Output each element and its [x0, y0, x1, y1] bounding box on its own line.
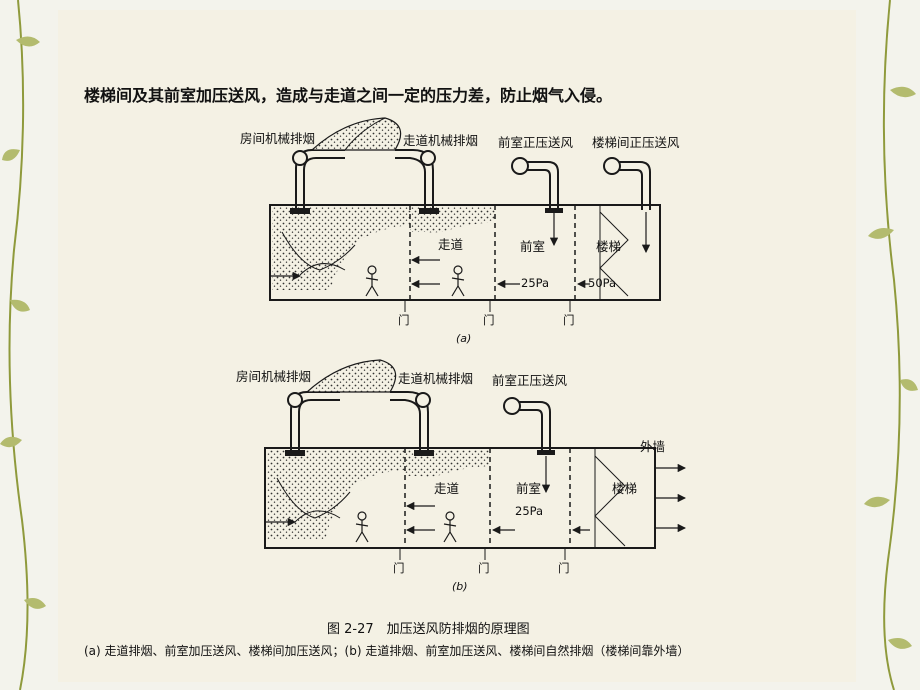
smoke-corridor-b — [405, 450, 490, 477]
label-room-exhaust-a: 房间机械排烟 — [240, 131, 316, 146]
fan-icon — [503, 397, 521, 415]
label-corridor-exhaust-a: 走道机械排烟 — [403, 133, 479, 148]
label-corridor-a: 走道 — [438, 237, 464, 252]
vine-decoration-left — [0, 0, 46, 690]
label-pressure-25pa-a: 25Pa — [521, 276, 550, 290]
label-anteroom-supply-a: 前室正压送风 — [498, 135, 574, 150]
building-outline-a — [269, 204, 661, 301]
smoke-room-b — [267, 450, 405, 540]
label-pressure-50pa-a: 50Pa — [588, 276, 617, 290]
fan-icon — [415, 392, 431, 408]
sublabel-a: (a) — [456, 332, 472, 345]
label-door-2-a: 门 — [483, 313, 495, 327]
person-figure — [451, 265, 465, 297]
stair-symbol-b — [594, 455, 626, 547]
label-door-3-a: 门 — [563, 313, 575, 327]
label-door-2-b: 门 — [478, 561, 490, 575]
fan-icon — [420, 150, 436, 166]
stair-symbol-a — [599, 211, 629, 297]
figure-caption: (a) 走道排烟、前室加压送风、楼梯间加压送风；(b) 走道排烟、前室加压送风、… — [84, 644, 690, 658]
label-anteroom-b: 前室 — [516, 481, 542, 496]
label-room-exhaust-b: 房间机械排烟 — [236, 369, 312, 384]
page-heading: 楼梯间及其前室加压送风，造成与走道之间一定的压力差，防止烟气入侵。 — [84, 86, 613, 105]
label-stair-supply-a: 楼梯间正压送风 — [592, 135, 680, 150]
label-corridor-exhaust-b: 走道机械排烟 — [398, 371, 474, 386]
label-door-3-b: 门 — [558, 561, 570, 575]
label-pressure-25pa-b: 25Pa — [515, 504, 544, 518]
sublabel-b: (b) — [452, 580, 468, 593]
person-figure — [365, 265, 379, 297]
label-stair-b: 楼梯 — [612, 481, 638, 496]
person-figure — [443, 511, 457, 543]
exhaust-plume-b — [305, 359, 397, 393]
book-page — [58, 10, 856, 682]
fan-icon — [287, 392, 303, 408]
figure-title: 图 2-27 加压送风防排烟的原理图 — [327, 622, 530, 637]
label-anteroom-a: 前室 — [520, 239, 546, 254]
fan-icon — [292, 150, 308, 166]
fan-icon — [603, 157, 621, 175]
fan-icon — [511, 157, 529, 175]
vine-decoration-right — [864, 0, 918, 690]
label-stair-a: 楼梯 — [596, 239, 622, 254]
label-anteroom-supply-b: 前室正压送风 — [492, 373, 568, 388]
label-door-1-b: 门 — [393, 561, 405, 575]
label-outer-wall-b: 外墙 — [640, 439, 666, 454]
label-door-1-a: 门 — [398, 313, 410, 327]
person-figure — [355, 511, 369, 543]
label-corridor-b: 走道 — [434, 481, 460, 496]
